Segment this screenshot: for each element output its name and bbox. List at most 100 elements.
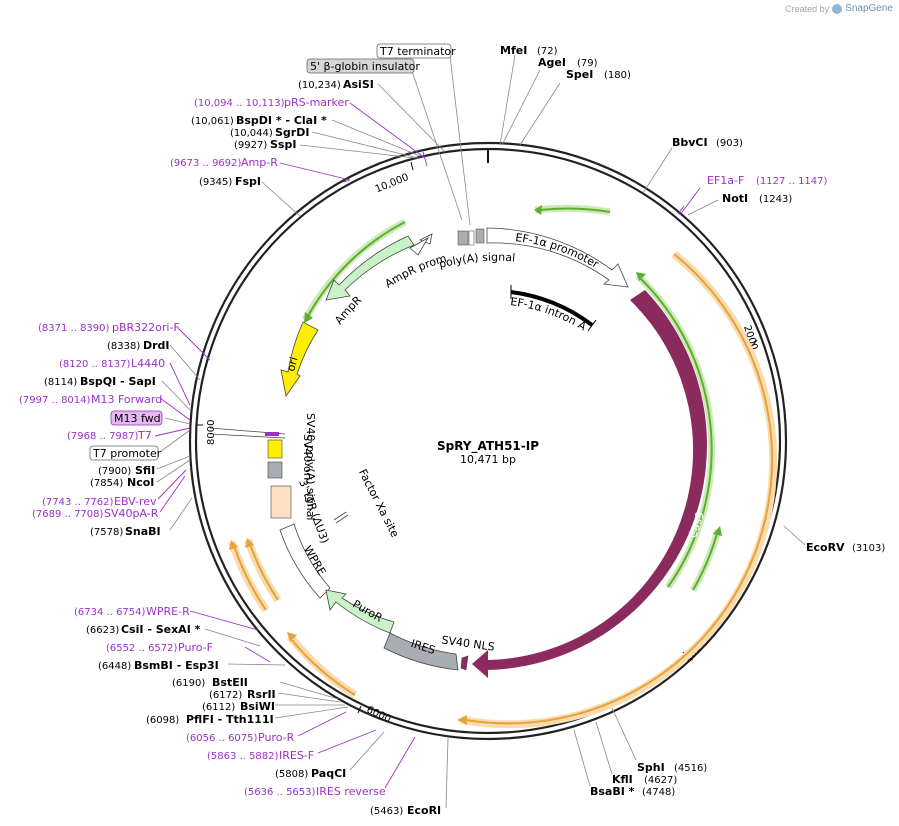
site-pflfi-pos: (6098) bbox=[146, 715, 179, 726]
m13-fwd-box bbox=[110, 410, 163, 426]
ef1a-promoter-text: EF-1α promoter bbox=[515, 231, 602, 271]
sv40-ori-feature bbox=[267, 439, 283, 459]
ampr-arrow bbox=[325, 235, 415, 301]
site-agei-pos: (79) bbox=[577, 58, 598, 69]
lead-mfei bbox=[499, 54, 516, 146]
site-paqci-pos: (5808) bbox=[275, 769, 308, 780]
left-cluster-features: SV40 ori SV40 poly(A) signal 3' LTR (ΔU3… bbox=[209, 413, 402, 545]
lead-ecorv bbox=[783, 525, 806, 546]
plasmid-size: 10,471 bp bbox=[460, 453, 516, 466]
lead-bbvci bbox=[642, 147, 673, 194]
lead-sspi bbox=[299, 144, 416, 159]
site-rsrii-name: RsrII bbox=[247, 688, 276, 701]
primer-labels: EF1a-F (1127 .. 1147) pRS-marker (10,094… bbox=[19, 96, 828, 798]
primer-ires-f-range: (5863 .. 5882) bbox=[207, 751, 279, 762]
lead-wpre-r bbox=[189, 610, 259, 631]
primer-l4440-range: (8120 .. 8137) bbox=[59, 359, 131, 370]
tick-8000: 8000 bbox=[206, 420, 217, 445]
site-ecori-pos: (5463) bbox=[370, 806, 403, 817]
site-pflfi-name: PflFI - Tth111I bbox=[186, 713, 274, 726]
orf-arrow-left-orange-2 bbox=[245, 538, 254, 548]
lead-bsteii bbox=[279, 681, 339, 700]
ampr-promoter-text: AmpR promoter bbox=[0, 0, 448, 291]
t7-promoter-text: T7 promoter bbox=[92, 447, 162, 460]
primer-mark-m13 bbox=[265, 432, 279, 436]
site-kfli-pos: (4627) bbox=[644, 775, 677, 786]
orf-arcs-orange bbox=[228, 250, 778, 729]
lead-agei bbox=[501, 69, 541, 146]
primer-ef1a-f-name: EF1a-F bbox=[707, 174, 744, 187]
primer-amp-r-name: Amp-R bbox=[241, 156, 278, 169]
site-fspi-name: FspI bbox=[235, 175, 261, 188]
orf-arc-right-green-line bbox=[637, 275, 713, 588]
orf-arrow-left-green bbox=[304, 312, 313, 323]
factor-xa-mark bbox=[333, 511, 347, 521]
site-ncoi-pos: (7854) bbox=[90, 478, 123, 489]
primer-m13-forward-range: (7997 .. 8014) bbox=[19, 395, 91, 406]
globin-insulator-feature bbox=[468, 230, 475, 246]
site-bsmbi-name: BsmBI - Esp3I bbox=[134, 659, 219, 672]
tick-6000: 6000 bbox=[365, 705, 393, 726]
tick-mark-2000 bbox=[751, 339, 758, 347]
orf-arc-left-green-line bbox=[307, 221, 406, 317]
lead-pbr322ori bbox=[177, 327, 211, 361]
sv40-polya-feature bbox=[267, 461, 283, 479]
site-bbvci-name: BbvCI bbox=[672, 136, 708, 149]
site-paqci-name: PaqCI bbox=[311, 767, 346, 780]
m13-fwd-text: M13 fwd bbox=[114, 412, 161, 425]
polya-signal-text: poly(A) signal bbox=[438, 251, 516, 271]
ori-label: ori bbox=[284, 355, 300, 373]
site-sgrdi-pos: (10,044) bbox=[230, 128, 273, 139]
primer-pbr322ori-f-range: (8371 .. 8390) bbox=[38, 323, 110, 334]
orf-arcs-green bbox=[301, 204, 722, 592]
site-clai-name: BspDI * - ClaI * bbox=[236, 114, 327, 127]
t7-terminator-feature bbox=[457, 230, 469, 246]
site-drdi-name: DrdI bbox=[143, 339, 170, 352]
ires-arrow bbox=[383, 632, 459, 671]
orf-arc-big-orange bbox=[461, 250, 778, 729]
leader-lines bbox=[154, 54, 806, 809]
sv40-polya-label: SV40 poly(A) signal bbox=[304, 413, 317, 520]
lead-bsmbi bbox=[227, 663, 286, 666]
site-sfii-pos: (7900) bbox=[98, 466, 131, 477]
orf-arc-big-orange-line bbox=[465, 253, 774, 725]
lead-asisi bbox=[377, 83, 446, 153]
lead-ef1a-f bbox=[679, 187, 701, 216]
lead-drdi bbox=[169, 344, 201, 381]
lead-paqci bbox=[349, 731, 385, 771]
site-ecorv-pos: (3103) bbox=[852, 543, 885, 554]
primer-ebv-rev-range: (7743 .. 7762) bbox=[42, 497, 114, 508]
site-noti-pos: (1243) bbox=[759, 194, 792, 205]
lead-noti bbox=[687, 199, 719, 216]
site-bbvci-pos: (903) bbox=[716, 138, 743, 149]
primer-puro-f-name: Puro-F bbox=[178, 641, 213, 654]
lead-t7 bbox=[154, 427, 191, 437]
site-rsrii-pos: (6172) bbox=[209, 690, 242, 701]
primer-prs-marker-name: pRS-marker bbox=[284, 96, 349, 109]
site-csii-pos: (6623) bbox=[86, 625, 119, 636]
site-bsiwi-pos: (6112) bbox=[202, 702, 235, 713]
orf-arrow-small-green bbox=[713, 526, 722, 536]
primer-pbr322ori-f-name: pBR322ori-F bbox=[112, 321, 180, 334]
site-sfii-name: SfiI bbox=[135, 464, 155, 477]
lead-ires-f bbox=[317, 729, 377, 754]
tick-mark-10000 bbox=[410, 161, 414, 171]
orf-arrow-top-green bbox=[534, 205, 542, 215]
site-bsabi-name: BsaBI * bbox=[590, 785, 635, 798]
map-center-title: SpRY_ATH51-IP 10,471 bp bbox=[437, 439, 539, 466]
puror-ires-features: PuroR IRES bbox=[325, 589, 459, 671]
site-mfei-pos: (72) bbox=[537, 46, 558, 57]
backbone-outer bbox=[188, 141, 788, 741]
site-bspqi-name: BspQI - SapI bbox=[80, 375, 156, 388]
lead-ebv-rev bbox=[157, 469, 187, 500]
site-labels: MfeI (72) AgeI (79) SpeI (180) BbvCI (90… bbox=[44, 44, 885, 817]
orf-arc-top-green-line bbox=[539, 207, 611, 213]
site-spei-pos: (180) bbox=[604, 70, 631, 81]
plasmid-name: SpRY_ATH51-IP bbox=[437, 439, 539, 454]
credit-brand: SnapGene bbox=[845, 3, 893, 14]
site-snabi-name: SnaBI bbox=[125, 525, 161, 538]
boxed-labels: T7 terminator 5' β-globin insulator M13 … bbox=[89, 43, 456, 461]
lead-prs-marker bbox=[349, 102, 426, 159]
polya-signal-feature bbox=[475, 228, 485, 244]
